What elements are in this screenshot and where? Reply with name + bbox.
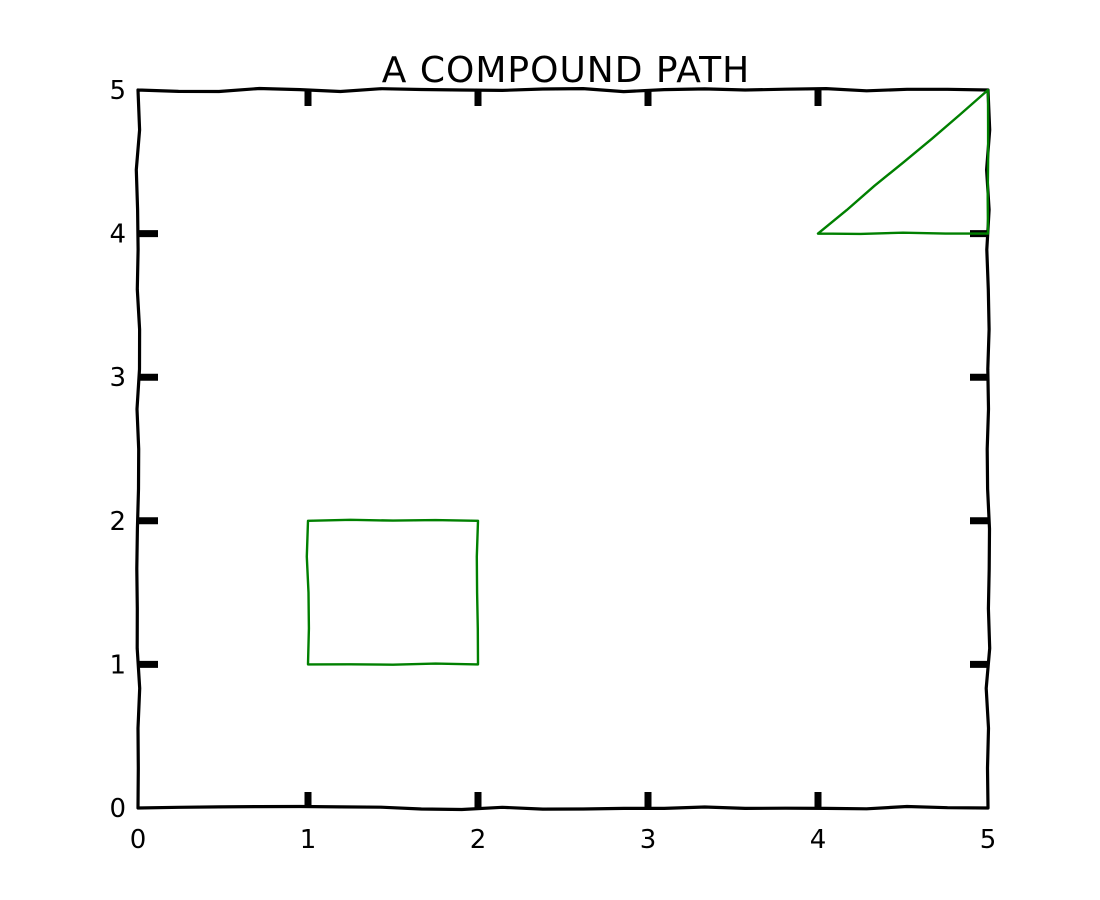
axis-tick-labels: 0 1 2 3 4 5 0 1 2 3 4 5 <box>109 76 996 855</box>
y-tick-label: 3 <box>109 363 126 393</box>
x-tick-label: 0 <box>130 825 147 855</box>
x-tick-label: 1 <box>300 825 317 855</box>
plot-border <box>134 86 992 812</box>
y-tick-label: 1 <box>109 650 126 680</box>
x-tick-label: 2 <box>470 825 487 855</box>
x-tick-label: 5 <box>980 825 997 855</box>
data-series <box>305 88 990 666</box>
x-tick-label: 4 <box>810 825 827 855</box>
plot-frame <box>134 86 992 812</box>
chart-title: A COMPOUND PATH <box>382 50 750 91</box>
y-tick-label: 4 <box>109 220 126 250</box>
series-triangle <box>816 88 990 236</box>
y-tick-label: 0 <box>109 794 126 824</box>
y-tick-label: 5 <box>109 76 126 106</box>
x-tick-label: 3 <box>640 825 657 855</box>
series-rectangle <box>305 518 480 666</box>
y-tick-label: 2 <box>109 507 126 537</box>
